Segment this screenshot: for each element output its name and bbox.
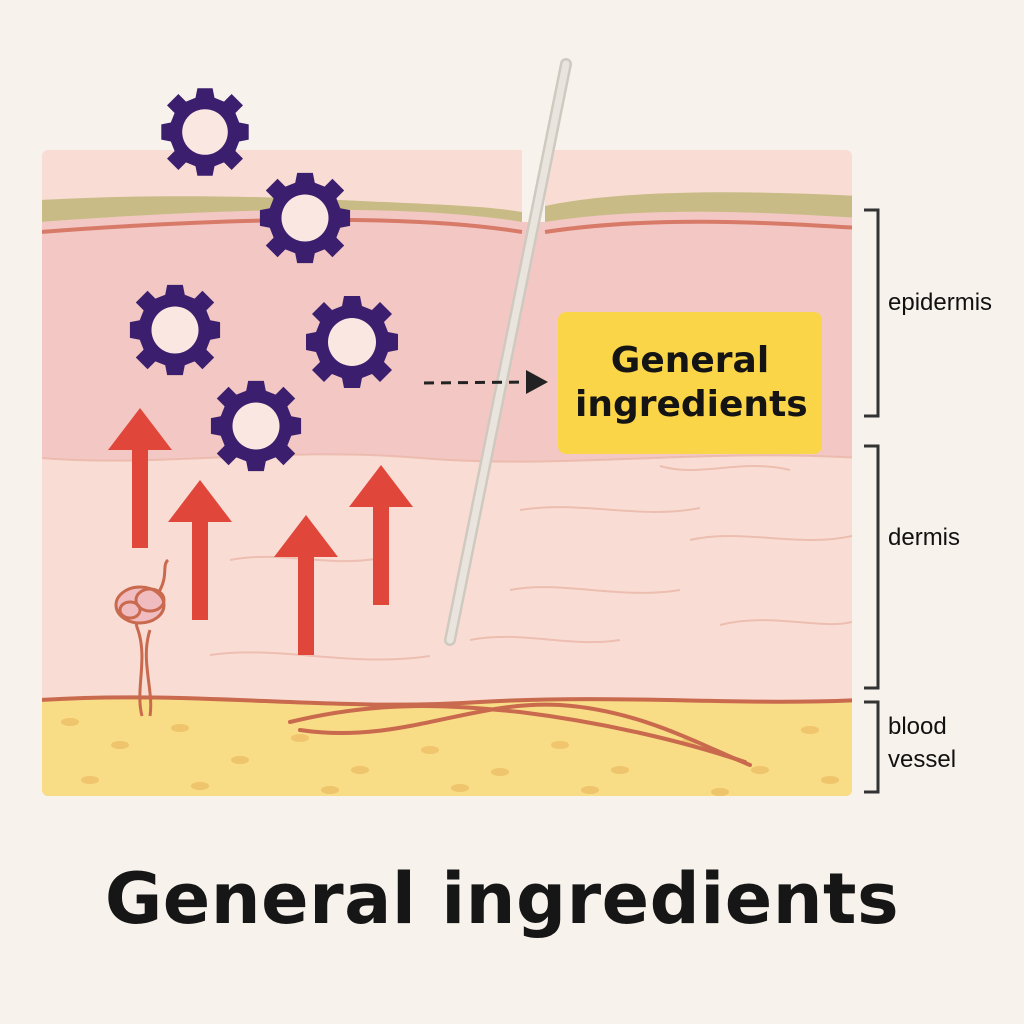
ingredients-callout: General ingredients: [558, 312, 822, 454]
layer-brackets: [864, 208, 880, 794]
page-title: General ingredients: [104, 858, 900, 940]
fat-texture: [61, 718, 839, 796]
skin-cross-section: [42, 150, 852, 796]
gear-icon: [306, 296, 398, 388]
blood-vessel: [288, 702, 752, 767]
label-dermis: dermis: [888, 524, 961, 551]
gear-icon: [129, 284, 221, 376]
label-epidermis: epidermis: [888, 289, 993, 316]
sweat-gland: [114, 558, 170, 717]
fat-layer: [42, 697, 852, 796]
callout-text: General ingredients: [575, 340, 808, 425]
label-blood-vessel: blood vessel: [888, 713, 957, 773]
dermis-texture: [42, 453, 852, 661]
gear-icon: [210, 380, 302, 472]
dashed-arrow-icon: [423, 370, 548, 394]
gear-icon: [161, 88, 249, 176]
gear-icon: [259, 172, 351, 264]
